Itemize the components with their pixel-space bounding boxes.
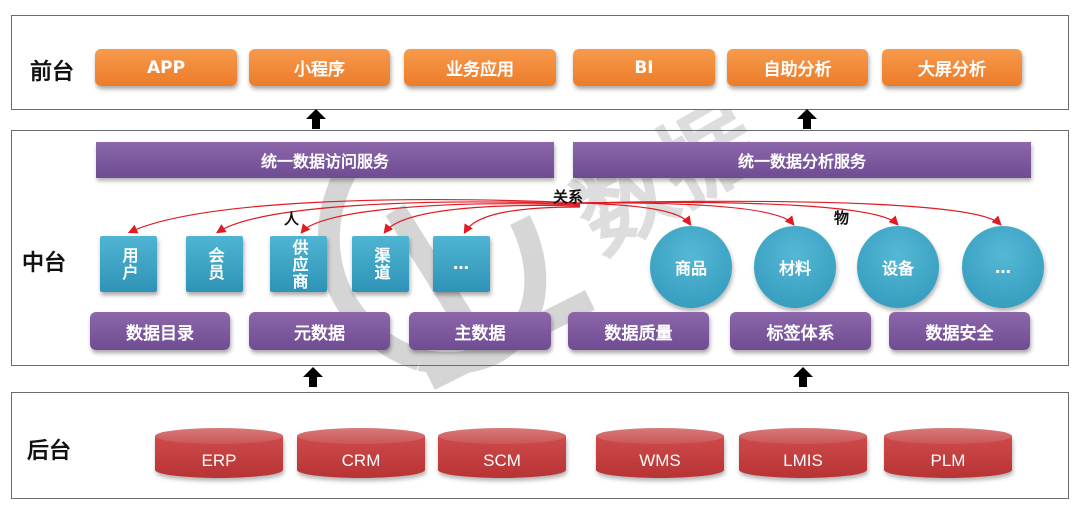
back-layer (11, 392, 1069, 499)
capability-data-catalog[interactable]: 数据目录 (90, 312, 230, 350)
arrow-up-icon (793, 367, 813, 387)
back-layer-label: 后台 (27, 439, 72, 464)
relation-label: 关系 (553, 188, 584, 206)
capability-metadata[interactable]: 元数据 (249, 312, 390, 350)
entity-goods[interactable]: 商品 (650, 226, 732, 308)
arrow-up-icon (797, 109, 817, 129)
system-wms[interactable]: WMS (596, 428, 724, 482)
front-item-business-app[interactable]: 业务应用 (404, 49, 556, 86)
arrow-up-icon (303, 367, 323, 387)
front-item-bigscreen-analysis[interactable]: 大屏分析 (882, 49, 1022, 86)
people-label: 人 (284, 210, 300, 228)
system-label: WMS (639, 451, 681, 470)
capability-data-quality[interactable]: 数据质量 (568, 312, 709, 350)
entity-equipment[interactable]: 设备 (857, 226, 939, 308)
front-item-app[interactable]: APP (95, 49, 237, 86)
system-plm[interactable]: PLM (884, 428, 1012, 482)
capability-master-data[interactable]: 主数据 (409, 312, 551, 350)
data-analysis-service[interactable]: 统一数据分析服务 (573, 142, 1031, 178)
capability-tag-system[interactable]: 标签体系 (730, 312, 871, 350)
entity-user[interactable]: 用户 (100, 236, 157, 292)
capability-data-security[interactable]: 数据安全 (889, 312, 1030, 350)
system-lmis[interactable]: LMIS (739, 428, 867, 482)
front-item-self-analysis[interactable]: 自助分析 (727, 49, 868, 86)
front-item-bi[interactable]: BI (573, 49, 715, 86)
entity-supplier[interactable]: 供应商 (270, 236, 327, 292)
things-label: 物 (834, 209, 850, 227)
front-item-mini-program[interactable]: 小程序 (249, 49, 390, 86)
entity-material[interactable]: 材料 (754, 226, 836, 308)
entity-more-things[interactable]: … (962, 226, 1044, 308)
system-label: SCM (483, 451, 521, 470)
arrow-up-icon (306, 109, 326, 129)
system-scm[interactable]: SCM (438, 428, 566, 482)
entity-more-people[interactable]: … (433, 236, 490, 292)
system-crm[interactable]: CRM (297, 428, 425, 482)
system-label: CRM (341, 451, 381, 470)
middle-layer-label: 中台 (22, 251, 67, 276)
system-label: PLM (930, 451, 966, 470)
system-label: LMIS (783, 451, 823, 470)
system-label: ERP (201, 451, 237, 470)
front-layer-label: 前台 (30, 60, 75, 85)
data-access-service[interactable]: 统一数据访问服务 (96, 142, 554, 178)
system-erp[interactable]: ERP (155, 428, 283, 482)
entity-member[interactable]: 会员 (186, 236, 243, 292)
entity-channel[interactable]: 渠道 (352, 236, 409, 292)
middle-layer (11, 130, 1069, 366)
